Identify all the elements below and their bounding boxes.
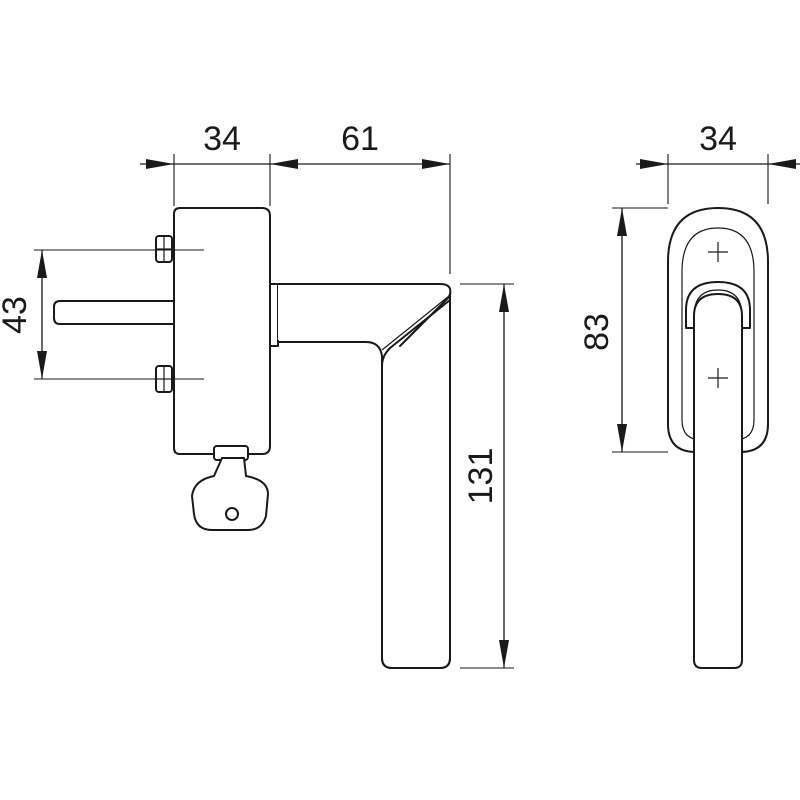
- rose-body: [173, 207, 271, 455]
- top-screw-mark: [708, 242, 728, 262]
- side-view: 34 61 43 131: [0, 120, 514, 669]
- dim-front-rose-width: 34: [699, 120, 737, 158]
- dim-side-handle-reach: 61: [341, 120, 379, 158]
- top-bolt: [155, 235, 173, 263]
- lever-outline: [278, 283, 452, 669]
- front-screw-mark-on-bar: [708, 368, 728, 388]
- key-bow: [191, 457, 269, 531]
- front-view: 34 83: [578, 120, 800, 669]
- lever-bevel: [381, 295, 450, 351]
- dim-side-handle-length: 131: [462, 448, 500, 505]
- dim-side-bolt-spacing: 43: [0, 296, 34, 334]
- dim-side-body-width: 34: [203, 120, 241, 158]
- front-handle-bar: [693, 293, 743, 669]
- dim-front-rose-height: 83: [578, 313, 616, 351]
- spindle: [53, 300, 175, 325]
- key-hole: [225, 507, 239, 521]
